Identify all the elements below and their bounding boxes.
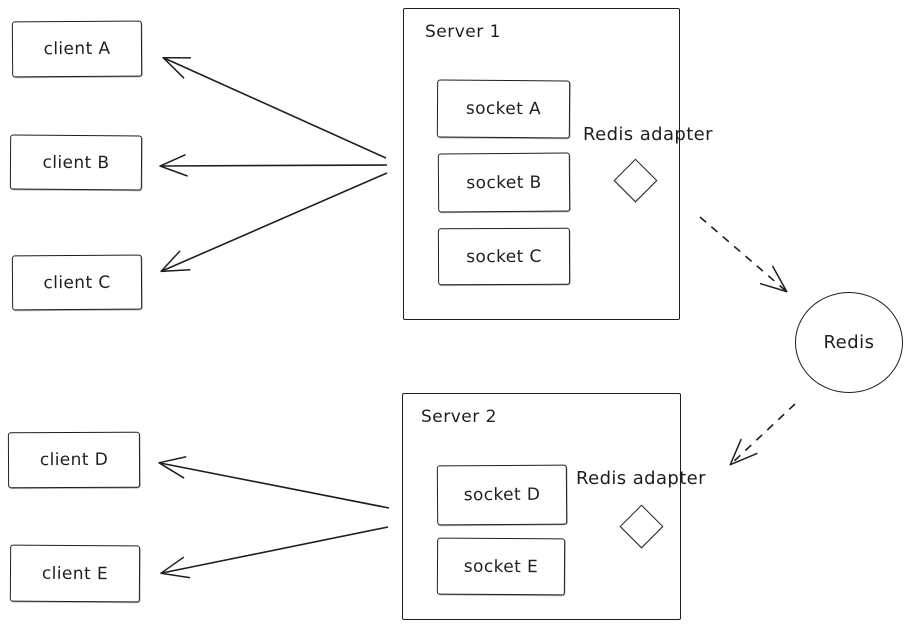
node-redis: Redis bbox=[795, 292, 903, 393]
node-socket-d: socket D bbox=[436, 464, 568, 526]
dashed-arrow-adapter1-to-redis bbox=[699, 216, 788, 293]
node-socket-a-label: socket A bbox=[465, 98, 542, 120]
node-server-1 bbox=[403, 8, 680, 320]
node-socket-a: socket A bbox=[436, 79, 571, 139]
node-client-e-label: client E bbox=[41, 563, 109, 584]
node-client-e: client E bbox=[9, 544, 141, 603]
node-socket-b: socket B bbox=[437, 152, 571, 213]
node-client-b-label: client B bbox=[42, 152, 110, 173]
node-client-a-label: client A bbox=[43, 38, 111, 60]
node-client-c: client C bbox=[11, 254, 143, 311]
node-client-d: client D bbox=[7, 431, 141, 489]
node-server-2 bbox=[402, 393, 681, 620]
dashed-arrow-redis-to-adapter2 bbox=[729, 403, 796, 466]
server-1-adapter-label: Redis adapter bbox=[583, 124, 713, 145]
arrow-server1-to-clientA bbox=[162, 56, 387, 159]
node-socket-d-label: socket D bbox=[463, 484, 541, 506]
node-redis-label: Redis bbox=[823, 332, 875, 353]
node-client-b: client B bbox=[9, 134, 143, 191]
node-client-d-label: client D bbox=[39, 449, 109, 471]
server-2-title: Server 2 bbox=[421, 407, 497, 427]
arrow-server2-to-clientE bbox=[160, 526, 389, 579]
node-socket-c: socket C bbox=[437, 227, 571, 286]
arrow-server1-to-clientC bbox=[160, 172, 388, 273]
node-socket-e-label: socket E bbox=[463, 556, 539, 577]
node-socket-b-label: socket B bbox=[466, 172, 542, 193]
node-client-c-label: client C bbox=[43, 272, 111, 293]
server-1-title: Server 1 bbox=[425, 22, 501, 42]
arrow-server2-to-clientD bbox=[158, 456, 390, 509]
server-2-adapter-label: Redis adapter bbox=[576, 468, 706, 489]
arrow-server1-to-clientB bbox=[159, 154, 388, 177]
node-client-a: client A bbox=[11, 20, 143, 78]
node-socket-c-label: socket C bbox=[466, 246, 542, 267]
node-socket-e: socket E bbox=[436, 537, 566, 596]
